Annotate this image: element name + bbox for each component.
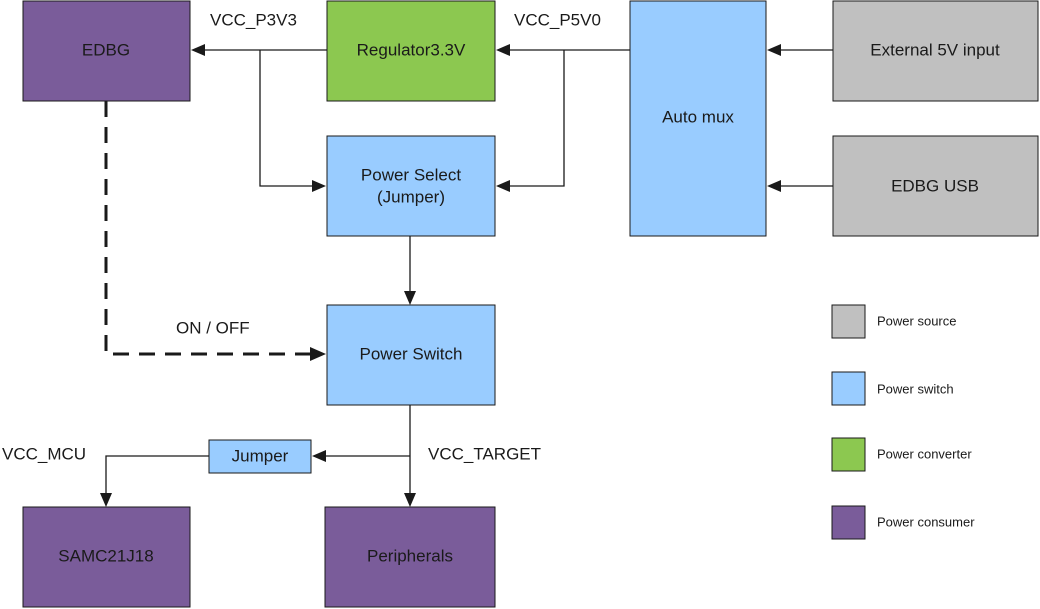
samc21j18-block: SAMC21J18 — [22, 506, 191, 608]
vcc-target-label: VCC_TARGET — [428, 445, 541, 464]
wire-p3v3-to-power-select — [259, 50, 326, 192]
wire-on-off-control: ON / OFF — [104, 101, 326, 361]
regulator-label: Regulator3.3V — [357, 41, 466, 60]
vcc-p5v0-label: VCC_P5V0 — [514, 11, 601, 30]
vcc-mcu-label: VCC_MCU — [2, 445, 86, 464]
wire-edbgusb-to-automux — [767, 180, 833, 192]
power-select-label-line1: Power Select — [361, 166, 461, 185]
legend-item-power-consumer: Power consumer — [831, 505, 975, 540]
jumper-label: Jumper — [232, 447, 289, 466]
edbg-usb-block: EDBG USB — [832, 135, 1039, 237]
power-switch-block: Power Switch — [326, 304, 496, 406]
peripherals-label: Peripherals — [367, 547, 453, 566]
jumper-block: Jumper — [208, 439, 312, 474]
auto-mux-label: Auto mux — [662, 108, 734, 127]
legend-power-consumer-label: Power consumer — [877, 515, 975, 530]
power-select-block: Power Select (Jumper) — [326, 135, 496, 237]
wire-vcc-mcu: VCC_MCU — [2, 445, 209, 507]
legend: Power source Power switch Power converte… — [831, 304, 975, 540]
power-select-label-line2: (Jumper) — [377, 188, 445, 207]
wire-vcc-target: VCC_TARGET — [404, 405, 541, 507]
wire-external5v-to-automux — [767, 44, 833, 56]
external-5v-block: External 5V input — [832, 0, 1039, 102]
wire-select-to-switch — [404, 236, 416, 305]
edbg-block: EDBG — [22, 0, 191, 102]
wire-p5v0-to-power-select — [496, 50, 565, 192]
legend-power-switch-label: Power switch — [877, 382, 954, 397]
legend-power-source-label: Power source — [877, 314, 956, 329]
wire-vcc-p3v3: VCC_P3V3 — [191, 11, 327, 56]
on-off-label: ON / OFF — [176, 319, 250, 338]
legend-power-converter-label: Power converter — [877, 447, 972, 462]
regulator-block: Regulator3.3V — [326, 0, 496, 102]
auto-mux-block: Auto mux — [629, 0, 767, 237]
wire-target-to-jumper — [312, 450, 410, 462]
edbg-usb-label: EDBG USB — [891, 177, 979, 196]
vcc-p3v3-label: VCC_P3V3 — [210, 11, 297, 30]
power-switch-label: Power Switch — [360, 345, 463, 364]
legend-item-power-switch: Power switch — [831, 371, 954, 406]
legend-item-power-source: Power source — [831, 304, 956, 339]
peripherals-block: Peripherals — [324, 506, 496, 608]
wire-vcc-p5v0: VCC_P5V0 — [496, 11, 630, 56]
external-5v-label: External 5V input — [870, 41, 1000, 60]
samc21j18-label: SAMC21J18 — [58, 547, 153, 566]
legend-item-power-converter: Power converter — [831, 437, 972, 472]
edbg-label: EDBG — [82, 41, 130, 60]
